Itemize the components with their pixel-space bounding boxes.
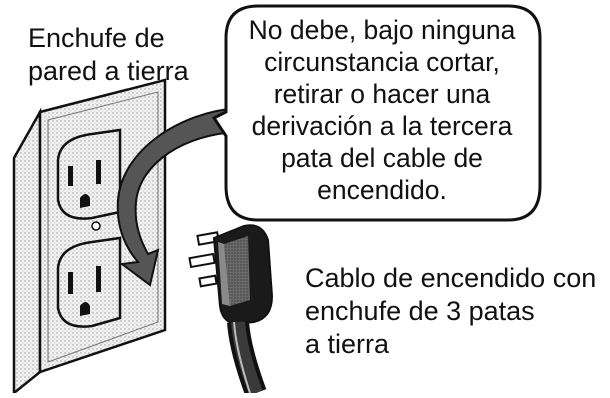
cord-label-line-2: enchufe de 3 patas: [305, 296, 535, 326]
warning-line-5: pata del cable de: [281, 143, 483, 173]
warning-bubble-shape: [211, 4, 542, 222]
warning-line-1: No debe, bajo ninguna: [248, 15, 516, 45]
three-prong-plug: [188, 224, 274, 397]
cord-label: Cablo de encendido con enchufe de 3 pata…: [305, 262, 605, 361]
warning-line-2: circunstancia cortar,: [264, 47, 500, 77]
warning-text: No debe, bajo ninguna circunstancia cort…: [232, 14, 532, 206]
outlet-label-line-1: Enchufe de: [28, 23, 165, 53]
outlet-label-line-2: pared a tierra: [28, 56, 189, 86]
outlet-label: Enchufe de pared a tierra: [28, 22, 228, 88]
cord-label-line-3: a tierra: [305, 329, 390, 359]
outlet-plate-side: [12, 107, 42, 396]
pointer-arrow: [116, 106, 239, 287]
lower-receptacle: [56, 236, 122, 328]
upper-slot-right: [96, 160, 101, 184]
prong-ground: [198, 274, 218, 288]
warning-line-6: encendido.: [317, 175, 447, 205]
outlet-plate: [38, 78, 167, 374]
outlet-plate-bevel: [47, 91, 159, 363]
lower-slot-left: [68, 272, 73, 294]
upper-receptacle: [56, 128, 122, 220]
lower-ground-hole: [80, 302, 90, 316]
warning-line-4: derivación a la tercera: [251, 111, 513, 141]
center-screw: [91, 221, 101, 231]
lower-slot-right: [96, 266, 101, 292]
cord-label-line-1: Cablo de encendido con: [305, 263, 597, 293]
wall-outlet: [12, 78, 167, 396]
upper-ground-hole: [80, 194, 90, 208]
upper-slot-left: [68, 166, 73, 186]
warning-line-3: retirar o hacer una: [273, 79, 491, 109]
prong-middle: [188, 252, 216, 269]
